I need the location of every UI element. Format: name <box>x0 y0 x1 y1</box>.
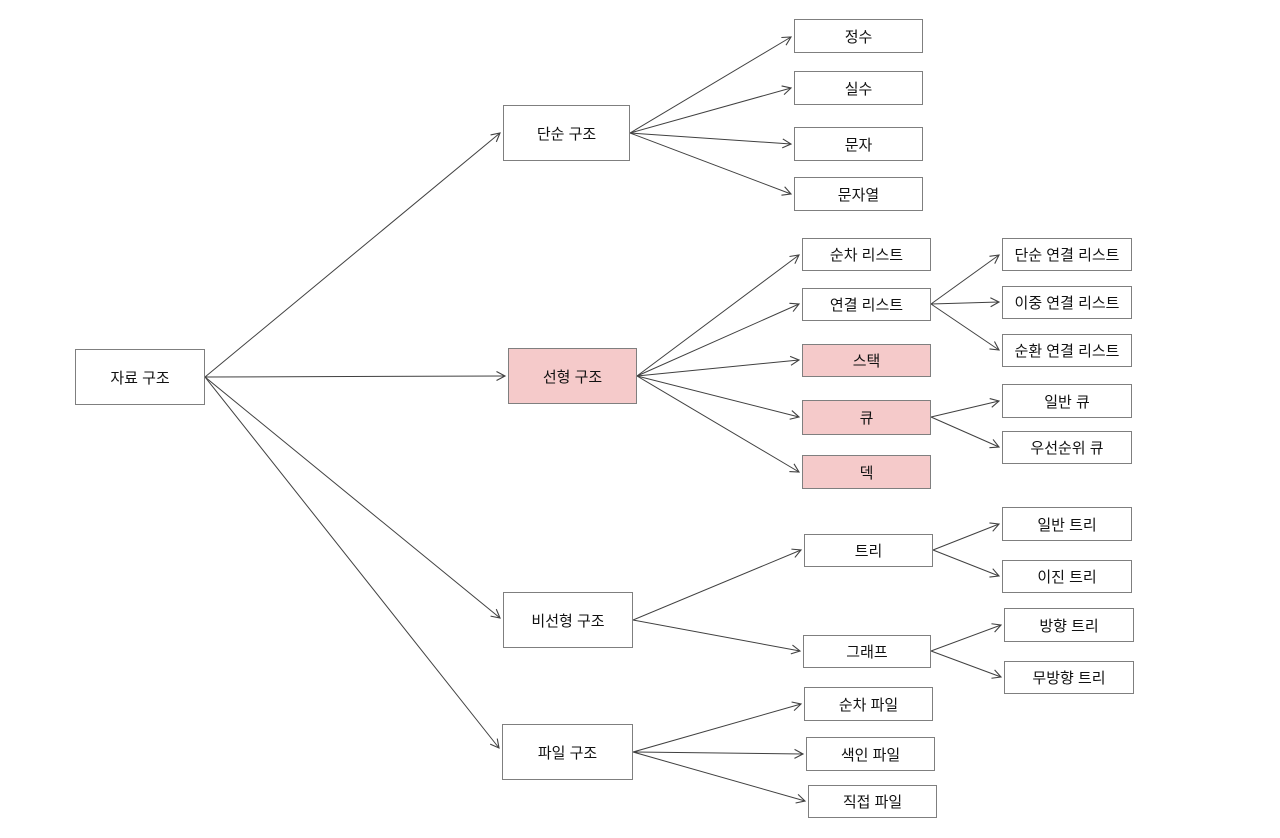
node-index-file: 색인 파일 <box>806 737 935 771</box>
edge-file-direct <box>632 751 807 804</box>
node-data-structure: 자료 구조 <box>75 349 205 405</box>
node-stack: 스택 <box>802 344 931 377</box>
edge-linear-linked-list <box>636 302 801 377</box>
node-general-queue: 일반 큐 <box>1002 384 1132 418</box>
node-linear-structure: 선형 구조 <box>508 348 637 404</box>
edge-linked-doubly <box>930 297 1001 308</box>
edge-file-sequential <box>632 701 803 753</box>
edge-linear-queue <box>636 375 801 420</box>
node-char: 문자 <box>794 127 923 161</box>
node-general-tree: 일반 트리 <box>1002 507 1132 541</box>
node-nonlinear-structure: 비선형 구조 <box>503 592 633 648</box>
edge-tree-binary <box>932 549 1001 578</box>
node-direct-file: 직접 파일 <box>808 785 937 818</box>
node-undirected-tree: 무방향 트리 <box>1004 661 1134 694</box>
node-doubly-linked-list: 이중 연결 리스트 <box>1002 286 1132 319</box>
node-graph: 그래프 <box>803 635 931 668</box>
node-simple-linked-list: 단순 연결 리스트 <box>1002 238 1132 271</box>
edge-linear-stack <box>636 355 801 377</box>
node-file-structure: 파일 구조 <box>502 724 633 780</box>
node-sequential-file: 순차 파일 <box>804 687 933 721</box>
edge-nonlinear-graph <box>632 619 802 655</box>
node-simple-structure: 단순 구조 <box>503 105 630 161</box>
edge-linear-deque <box>636 375 801 473</box>
edge-simple-integer <box>629 36 793 134</box>
node-queue: 큐 <box>802 400 931 435</box>
edge-root-file <box>204 376 500 749</box>
edge-tree-general <box>932 522 1001 551</box>
node-linked-list: 연결 리스트 <box>802 288 931 321</box>
node-priority-queue: 우선순위 큐 <box>1002 431 1132 464</box>
edge-root-linear <box>204 371 507 382</box>
node-integer: 정수 <box>794 19 923 53</box>
edge-queue-general <box>930 398 1001 418</box>
node-real: 실수 <box>794 71 923 105</box>
edge-root-nonlinear <box>204 376 501 619</box>
edge-nonlinear-tree <box>632 548 803 621</box>
edge-simple-real <box>629 85 793 134</box>
edge-simple-char <box>629 132 793 149</box>
edge-queue-priority <box>930 416 1001 449</box>
node-string: 문자열 <box>794 177 923 211</box>
edge-simple-string <box>629 132 793 196</box>
edge-graph-directed <box>930 623 1003 652</box>
node-deque: 덱 <box>802 455 931 489</box>
edge-linked-simple <box>930 254 1000 305</box>
edge-root-simple <box>204 132 501 378</box>
edge-file-index <box>632 748 805 759</box>
edge-linear-seq-list <box>636 254 800 377</box>
node-circular-linked-list: 순환 연결 리스트 <box>1002 334 1132 367</box>
node-directed-tree: 방향 트리 <box>1004 608 1134 642</box>
edge-graph-undirected <box>930 650 1003 679</box>
node-tree: 트리 <box>804 534 933 567</box>
node-sequential-list: 순차 리스트 <box>802 238 931 271</box>
edge-linked-circular <box>930 303 1000 351</box>
node-binary-tree: 이진 트리 <box>1002 560 1132 593</box>
